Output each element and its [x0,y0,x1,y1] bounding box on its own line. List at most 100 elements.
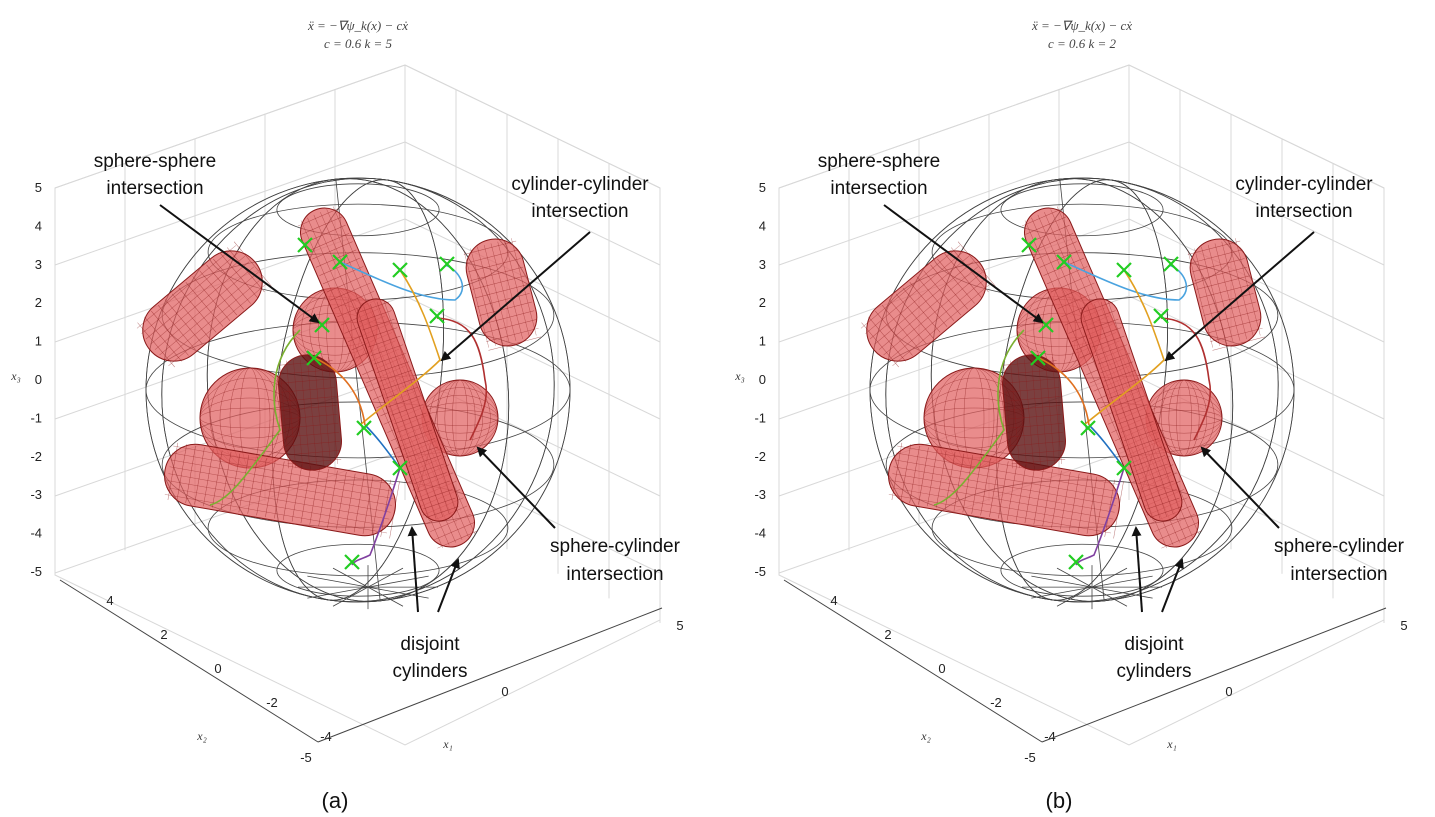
grid-line [404,64,661,189]
cylinder-second-diagonal-mesh [388,395,421,407]
cylinder-bottom-horizontal-mesh [895,452,1119,492]
cylinder-second-diagonal-mesh [405,446,439,459]
cylinder-top-left-mesh [213,258,251,304]
cylinder-second-diagonal-mesh [411,463,444,476]
cylinder-bottom-horizontal-mesh [203,448,214,507]
cylinder-long-diagonal-mesh [297,208,339,227]
cylinder-top-right-mesh [463,240,517,255]
cylinder-bottom-horizontal-mesh [1060,472,1071,530]
sphere-pole-line [1031,575,1093,588]
grid-line [1128,64,1385,189]
cylinder-top-left-mesh [874,261,974,345]
cylinder-bottom-horizontal-mesh [989,459,1000,517]
cylinder-bottom-horizontal-mesh [1042,468,1053,527]
cylinder-top-left-mesh [957,241,996,287]
cylinder-top-left-mesh [869,255,970,340]
cylinder-top-left-mesh [150,261,250,345]
x2-tick-label: 2 [884,627,891,642]
cylinder-bottom-horizontal-mesh [1024,465,1036,524]
cylinder-second-diagonal-mesh [1132,455,1166,467]
annotation-arrow [1131,526,1143,613]
cylinder-dark-center-mesh [279,369,334,375]
cylinder-second-diagonal-mesh [1087,306,1161,519]
cylinder-long-diagonal-mesh [1050,274,1092,293]
z-tick-label: -4 [30,526,42,541]
cylinder-top-right-mesh [1235,238,1261,336]
x1-axis-label: x₁ [442,737,453,751]
trajectory-path [1038,357,1090,426]
cylinder-top-left-mesh [233,241,272,287]
cylinder-top-right-mesh [477,293,530,308]
marker-x-stroke [392,262,408,278]
marker-x [356,420,372,436]
cylinder-dark-center-body [1002,354,1066,471]
cylinder-bottom-horizontal-mesh [170,459,393,499]
annotation-arrow [883,204,1044,324]
z-tick-label: 2 [35,295,42,310]
cylinder-top-left-mesh [163,277,264,361]
cylinder-top-left-mesh [878,266,979,350]
cylinder-top-left-mesh [860,245,961,329]
title-parameters: c = 0.6 k = 2 [1048,36,1117,51]
cylinder-top-right-mesh [1228,239,1254,338]
cylinder-second-diagonal [356,298,459,522]
cylinder-second-diagonal-mesh [363,306,437,519]
cylinder-second-diagonal-mesh [1112,395,1145,407]
cylinder-top-right-mesh [1190,249,1243,264]
z-tick-label: -5 [754,564,766,579]
marker-x-stroke [314,317,330,333]
cylinder-long-diagonal-mesh [437,530,478,549]
cylinder-bottom-horizontal-mesh [918,447,929,505]
cylinder-top-left-mesh [168,282,268,367]
cylinder-top-left-body [866,250,987,362]
x1-axis-label: x₁ [1166,737,1177,751]
marker-x [392,262,408,278]
cylinder-bottom-horizontal-mesh [168,473,391,513]
marker-x [429,308,445,324]
x1-axis-line [1041,607,1387,743]
cylinder-dark-center-mesh [1003,361,1014,469]
sphere-pole-line [367,586,429,599]
cylinder-top-left-mesh [158,305,196,350]
cylinder-bottom-horizontal-mesh [998,461,1009,519]
cylinder-long-diagonal-mesh [1054,282,1095,301]
marker-x-stroke [1116,460,1132,476]
cylinder-second-diagonal-mesh [368,335,401,348]
grid-line [778,64,1130,189]
cylinder-bottom-horizontal-mesh [1104,479,1115,537]
trajectory-path [359,269,441,426]
cylinder-top-right-mesh [490,243,517,341]
cylinder-second-diagonal-mesh [399,429,433,442]
z-tick-label: -2 [754,449,766,464]
cylinder-dark-center-mesh [1011,459,1066,465]
x2-tick-label: 0 [214,661,221,676]
cylinder-bottom-horizontal-mesh [894,459,1117,499]
cylinder-top-left-mesh [159,272,259,356]
cylinder-top-left-mesh [151,310,189,356]
marker-x [1116,262,1132,278]
cylinder-top-left-mesh [887,277,988,361]
cylinder-bottom-horizontal-mesh [909,445,920,504]
cylinder-dark-center-mesh [300,359,310,467]
cylinder-top-right-mesh [1201,246,1227,345]
cylinder-second-diagonal-mesh [1083,310,1116,322]
sphere-latitude [1000,543,1164,597]
cylinder-dark-center-mesh [287,459,342,465]
z-axis-label: x₃ [10,369,21,383]
cylinder-dark-center-mesh [285,441,340,447]
cylinder-second-diagonal-mesh [1086,318,1119,331]
trajectory-path [351,467,401,566]
z-tick-label: 1 [35,334,42,349]
cylinder-dark-center-mesh [281,396,336,402]
cylinder-bottom-horizontal-mesh [309,467,320,525]
cylinder-top-left-mesh [185,282,224,327]
sphere-pole-line [332,586,369,607]
x2-tick-label: -2 [990,695,1002,710]
marker-x [1030,350,1046,366]
cylinder-top-right-mesh [466,249,519,264]
cylinder-dark-center-mesh [1009,432,1063,438]
cylinder-second-diagonal-mesh [1106,378,1139,390]
cylinder-second-diagonal-mesh [402,438,436,450]
cylinder-top-left-mesh [861,322,899,368]
